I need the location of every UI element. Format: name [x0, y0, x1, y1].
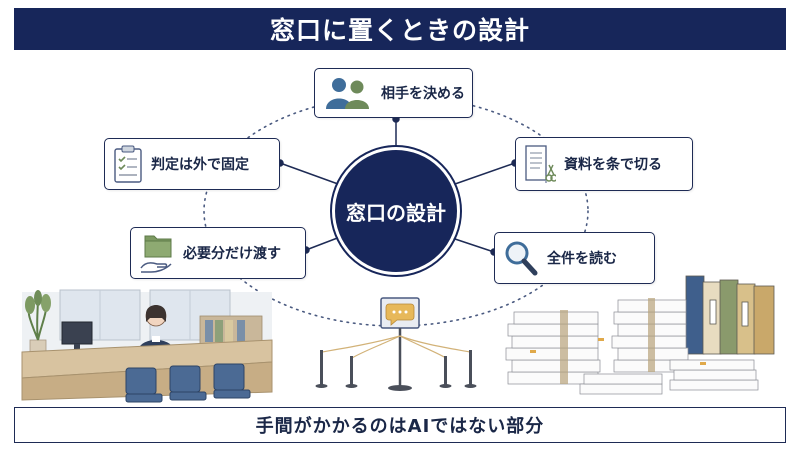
reception-counter-illustration [21, 289, 273, 403]
node-label: 相手を決める [381, 86, 465, 102]
center-node: 窓口の設計 [330, 145, 462, 277]
node-read-all: 全件を読む [494, 232, 655, 284]
people-icon [326, 78, 369, 109]
node-label: 資料を条で切る [564, 157, 662, 173]
node-hand-over-needed: 必要分だけ渡す [130, 227, 306, 279]
node-label: 判定は外で固定 [151, 157, 249, 173]
node-fixed-judgement: 判定は外で固定 [104, 138, 280, 190]
footer-caption: 手間がかかるのはAIではない部分 [14, 407, 786, 443]
document-scissors-icon [525, 145, 556, 183]
folder-hand-icon [140, 235, 172, 273]
page-title: 窓口に置くときの設計 [14, 8, 786, 50]
clipboard-checklist-icon [114, 145, 142, 183]
node-label: 全件を読む [547, 251, 617, 267]
node-cut-by-article: 資料を条で切る [515, 137, 693, 191]
node-decide-partner: 相手を決める [314, 68, 473, 118]
document-stacks-illustration [505, 275, 775, 395]
magnifier-icon [505, 241, 538, 276]
queue-stanchion-illustration [315, 297, 477, 391]
node-label: 必要分だけ渡す [183, 246, 281, 262]
